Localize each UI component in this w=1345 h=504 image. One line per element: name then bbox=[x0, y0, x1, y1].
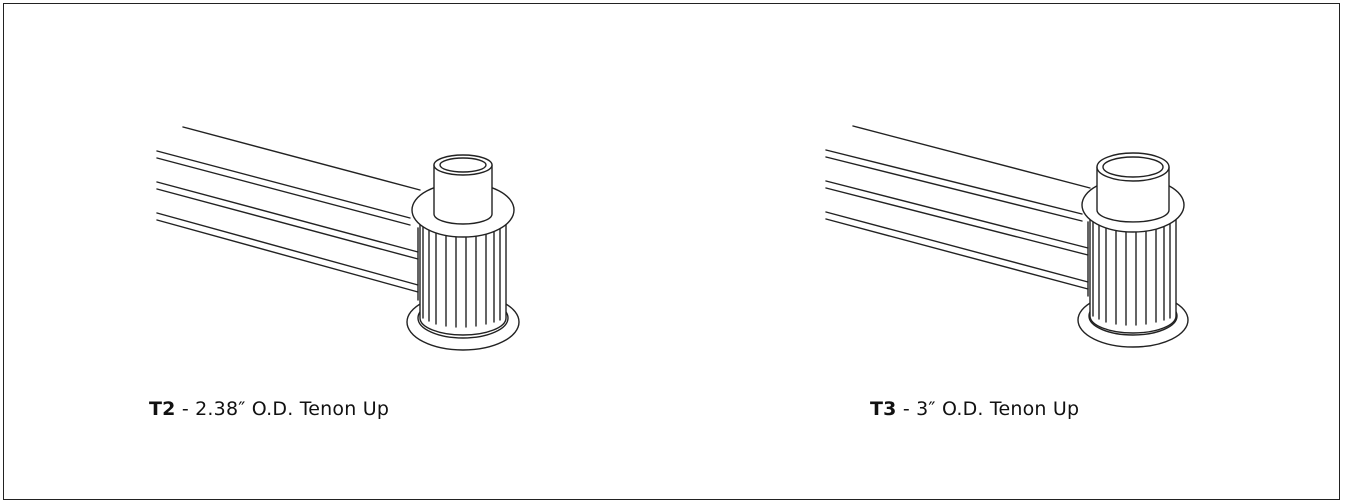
caption-t3-separator: - bbox=[896, 398, 917, 420]
t2-arm-illustration bbox=[156, 126, 421, 301]
caption-t3: T3 - 3″ O.D. Tenon Up bbox=[870, 398, 1079, 420]
t3-arm-illustration bbox=[825, 125, 1091, 297]
caption-t2-description: 2.38″ O.D. Tenon Up bbox=[195, 398, 390, 420]
caption-t3-code: T3 bbox=[870, 398, 897, 420]
caption-t2-code: T2 bbox=[149, 398, 176, 420]
t3-fitter-illustration bbox=[1077, 152, 1189, 348]
caption-t2-separator: - bbox=[175, 398, 196, 420]
caption-t3-description: 3″ O.D. Tenon Up bbox=[916, 398, 1080, 420]
t2-fitter-illustration bbox=[406, 154, 520, 351]
caption-t2: T2 - 2.38″ O.D. Tenon Up bbox=[149, 398, 389, 420]
